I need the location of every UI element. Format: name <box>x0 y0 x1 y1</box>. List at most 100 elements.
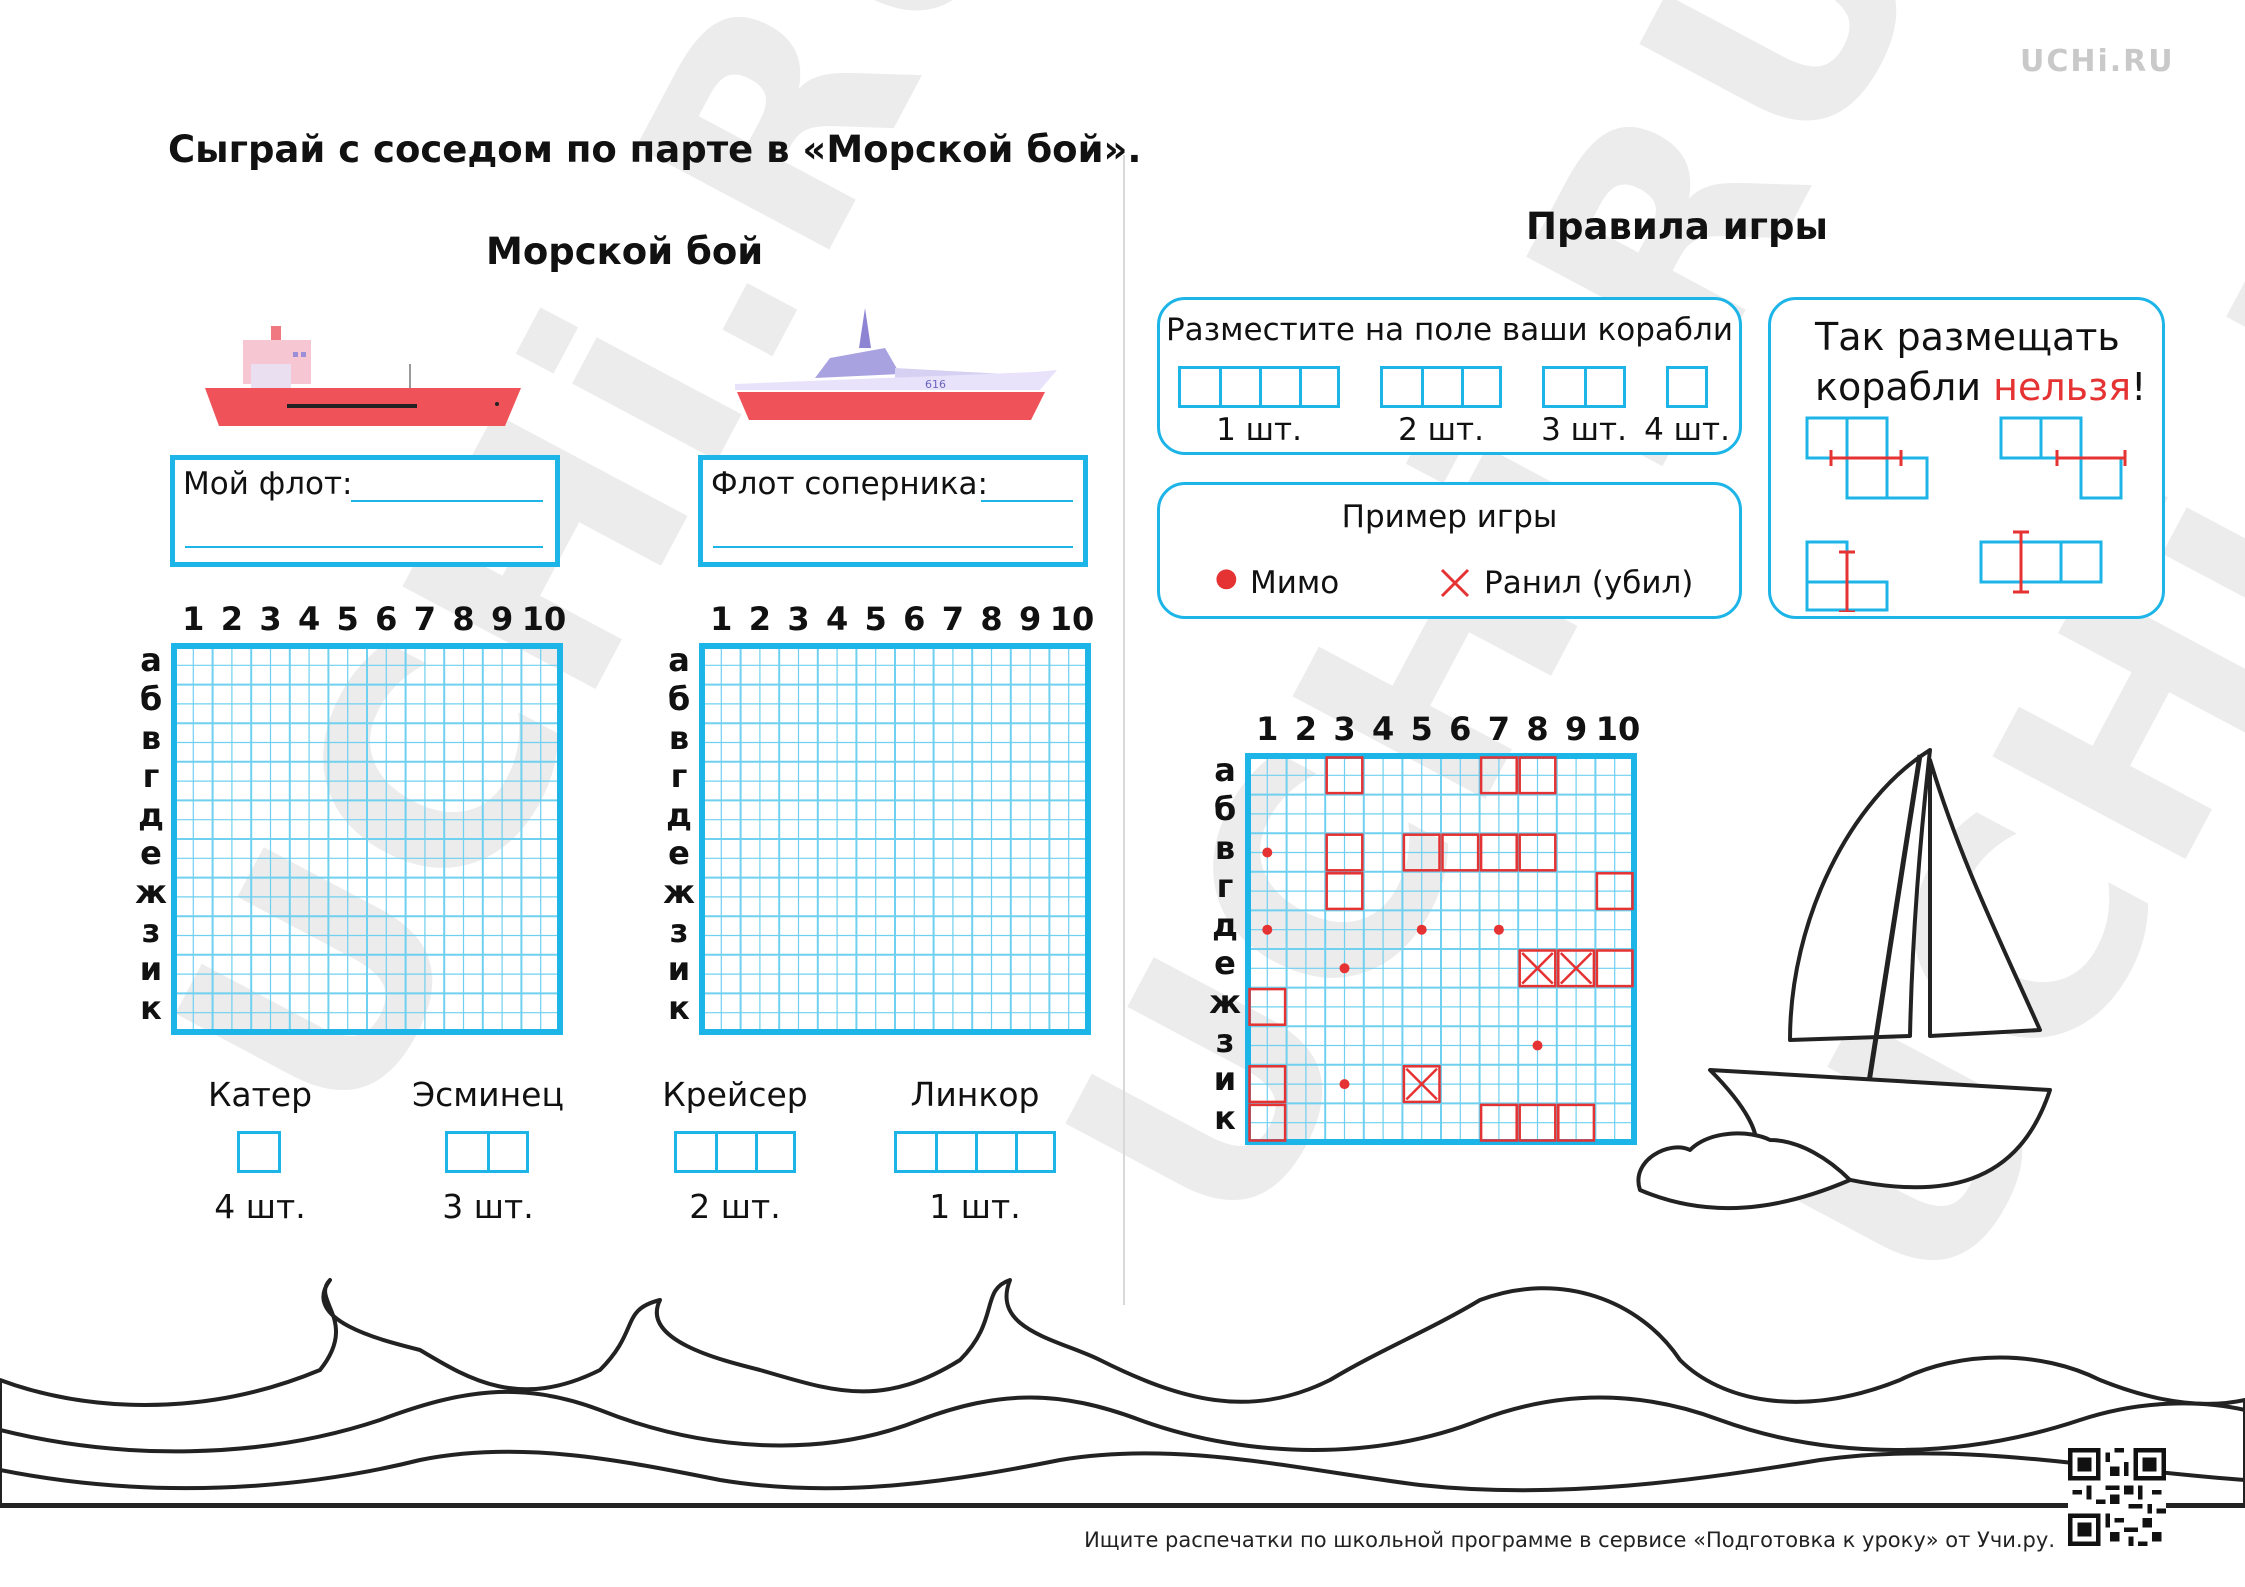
grid-cells[interactable] <box>170 642 564 1036</box>
footer-text: Ищите распечатки по школьной программе в… <box>1084 1528 2055 1552</box>
enemy-fleet-line-1[interactable] <box>981 500 1073 502</box>
row-label: д <box>666 795 692 834</box>
ship-hull <box>737 392 1045 420</box>
row-label: в <box>140 718 162 757</box>
column-label: 2 <box>1294 710 1318 748</box>
column-label: 4 <box>825 600 849 638</box>
column-label: 2 <box>748 600 772 638</box>
column-label: 7 <box>941 600 965 638</box>
ship-cells-4 <box>894 1131 1056 1173</box>
row-label: к <box>1214 1098 1236 1137</box>
row-label: д <box>138 795 164 834</box>
row-label: и <box>139 950 163 989</box>
my-fleet-line-1[interactable] <box>351 500 543 502</box>
row-label: е <box>668 834 690 873</box>
place-ships-title: Разместите на поле ваши корабли <box>1165 312 1734 348</box>
ship-cell <box>1248 1103 1287 1142</box>
ship-cells-1 <box>237 1131 281 1173</box>
column-label: 9 <box>1018 600 1042 638</box>
miss-dot <box>1493 924 1504 935</box>
grid-cells[interactable] <box>698 642 1092 1036</box>
column-label: 5 <box>864 600 887 638</box>
forbidden-word: нельзя <box>1993 365 2132 409</box>
ship-cell <box>1595 949 1634 988</box>
ship-cell <box>1518 1103 1557 1142</box>
ship-type-legend: Катер Эсминец Крейсер Линкор 4 шт. 3 шт.… <box>150 1075 1080 1235</box>
grid-cells[interactable] <box>1244 752 1638 1146</box>
column-label: 2 <box>220 600 244 638</box>
forbidden-text: Так размещать корабли нельзя! <box>1815 312 2146 412</box>
ship-cell <box>1518 949 1557 988</box>
warship-illustration: 616 <box>735 308 1057 420</box>
row-label: и <box>667 950 691 989</box>
column-label: 8 <box>1526 710 1549 748</box>
ship-cell <box>1557 949 1596 988</box>
column-label: 5 <box>1410 710 1433 748</box>
place-count: 4 шт. <box>1644 412 1730 448</box>
forbidden-line-1: Так размещать <box>1815 315 2120 359</box>
sailboat-illustration <box>1636 748 2052 1211</box>
ship-cell <box>1325 756 1364 795</box>
row-label: к <box>668 988 690 1027</box>
hull-number: 616 <box>925 378 946 391</box>
ship-cell <box>1479 1103 1518 1142</box>
column-label: 6 <box>1449 710 1472 748</box>
my-fleet-line-2[interactable] <box>185 546 543 548</box>
ship-type-count: 1 шт. <box>929 1187 1021 1226</box>
ship-cells-4 <box>1178 366 1340 408</box>
row-label: г <box>670 757 688 796</box>
row-label: д <box>1212 905 1238 944</box>
ship-superstructure <box>815 348 900 378</box>
legend-hit: Ранил (убил) <box>1484 565 1694 601</box>
ship-cell <box>1595 872 1634 911</box>
column-label: 6 <box>903 600 926 638</box>
ship-cell <box>1248 987 1287 1026</box>
column-label: 9 <box>1564 710 1588 748</box>
ship-type-count: 2 шт. <box>689 1187 781 1226</box>
task-text: Сыграй с соседом по парте в «Морской бой… <box>168 128 1142 171</box>
my-fleet-box: Мой флот: <box>170 455 560 567</box>
ship-type-name: Катер <box>207 1075 313 1114</box>
enemy-fleet-label: Флот соперника: <box>711 466 988 502</box>
ship-cell <box>1325 833 1364 872</box>
footer-rule <box>0 1505 2245 1508</box>
forbidden-line-2: корабли нельзя! <box>1815 362 2146 412</box>
brand-logo: UCHi.RU <box>2020 44 2175 79</box>
row-label: в <box>668 718 690 757</box>
ship-cell <box>1557 1103 1596 1142</box>
ship-cell <box>1402 1065 1441 1104</box>
column-label: 1 <box>1256 710 1279 748</box>
place-count: 1 шт. <box>1216 412 1302 448</box>
column-label: 7 <box>413 600 437 638</box>
ship-cell <box>1325 872 1364 911</box>
row-label: з <box>141 911 161 950</box>
hit-mark <box>1559 952 1593 985</box>
column-label: 4 <box>1371 710 1395 748</box>
ship-type-name: Крейсер <box>662 1075 808 1114</box>
place-ships-box: Разместите на поле ваши корабли 1 шт. 2 … <box>1157 297 1742 455</box>
miss-dot <box>1532 1040 1543 1051</box>
row-label: а <box>140 641 162 680</box>
column-label: 8 <box>452 600 475 638</box>
row-label: ж <box>663 872 695 911</box>
miss-dot <box>1339 1079 1350 1090</box>
qr-code-icon[interactable] <box>2068 1448 2166 1546</box>
row-label: г <box>1216 867 1234 906</box>
enemy-fleet-box: Флот соперника: <box>698 455 1088 567</box>
sea-waves-illustration <box>0 1278 2245 1505</box>
hit-cross-icon <box>1440 568 1470 598</box>
miss-dot <box>1339 963 1350 974</box>
ship-cell <box>1479 833 1518 872</box>
hit-mark <box>1405 1067 1438 1101</box>
column-label: 3 <box>259 600 282 638</box>
row-label: в <box>1214 828 1236 867</box>
enemy-fleet-line-2[interactable] <box>713 546 1073 548</box>
page-divider <box>1123 155 1125 1305</box>
miss-dot-icon: ● <box>1215 563 1238 593</box>
forbidden-examples <box>1805 416 2127 612</box>
column-label: 10 <box>1049 600 1095 638</box>
place-count: 2 шт. <box>1398 412 1484 448</box>
ship-cell <box>1441 833 1480 872</box>
